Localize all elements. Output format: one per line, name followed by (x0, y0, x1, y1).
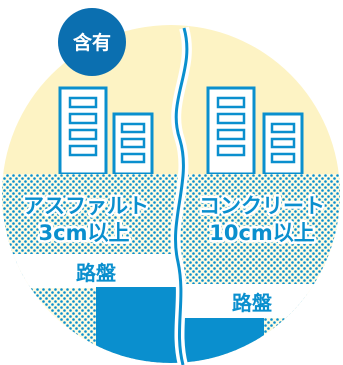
right-surface-label-line2: 10cm以上 (209, 221, 315, 245)
left-base-band (2, 254, 180, 288)
badge-text: 含有 (73, 31, 111, 54)
right-base-label: 路盤 (232, 291, 273, 315)
left-base-label: 路盤 (76, 261, 117, 285)
left-surface-label-line2: 3cm以上 (39, 221, 130, 245)
left-surface-label-line1: アスファルト (23, 194, 149, 218)
right-subgrade (180, 318, 264, 363)
left-buildings (58, 86, 154, 176)
content-badge: 含有 (58, 8, 126, 76)
right-surface-label-line1: コンクリート (199, 194, 325, 218)
right-buildings (206, 86, 304, 176)
building-icon (206, 86, 256, 176)
left-subgrade (96, 288, 180, 363)
